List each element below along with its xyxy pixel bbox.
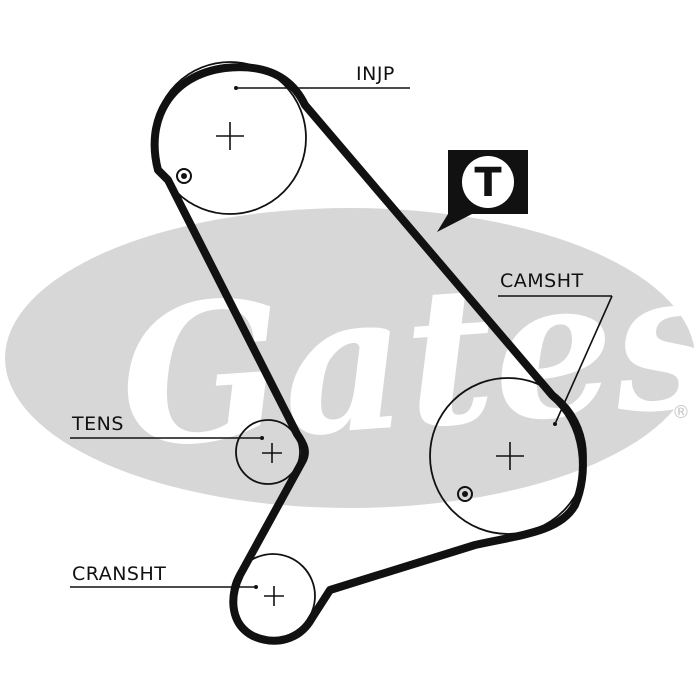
camsht-label: CAMSHT (500, 270, 584, 292)
watermark-registered-mark: ® (672, 402, 690, 423)
cransht-center-cross (264, 586, 284, 606)
injp-label: INJP (356, 63, 395, 85)
watermark-ellipse (5, 208, 695, 508)
watermark: Gates ® (5, 208, 700, 508)
cransht-label: CRANSHT (72, 563, 166, 585)
camsht-leader-dot (553, 422, 557, 426)
watermark-logo-text: Gates (113, 226, 700, 490)
injp-leader-dot (234, 86, 238, 90)
tens-label: TENS (71, 413, 124, 435)
camsht-timing-mark (457, 486, 473, 502)
tensioner-pulley (235, 419, 301, 485)
injp-center-cross (216, 122, 244, 150)
cransht-leader-dot (254, 585, 258, 589)
tens-center-cross (262, 443, 282, 463)
tensioner-badge: T (437, 150, 528, 232)
tens-leader-dot (260, 436, 264, 440)
injp-timing-mark (176, 168, 192, 184)
badge-circle (462, 156, 514, 208)
camsht-leader-line (554, 295, 613, 425)
badge-letter: T (474, 160, 502, 206)
camsht-center-cross (496, 442, 524, 470)
